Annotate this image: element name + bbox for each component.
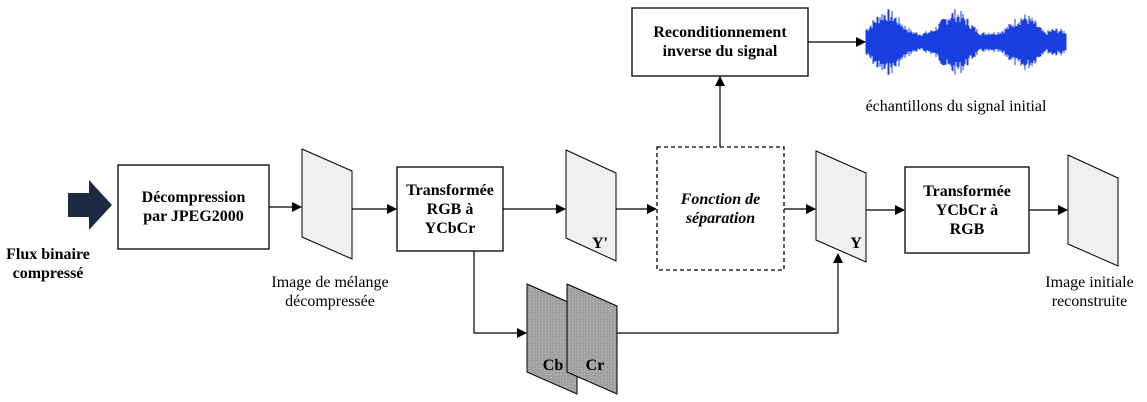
mixed-image-caption-line1: Image de mélange	[271, 274, 389, 291]
separation-label: Fonction de séparation	[657, 147, 784, 270]
reconstructed-caption: Image initiale reconstruite	[1032, 273, 1147, 311]
ycbcr-to-rgb-line3: RGB	[949, 220, 985, 238]
ycbcr-to-rgb-line2: YCbCr à	[935, 201, 999, 219]
ycbcr-to-rgb-label: Transformée YCbCr à RGB	[905, 167, 1029, 253]
reconditioning-line2: inverse du signal	[662, 43, 778, 60]
arrow-chroma-to-y	[617, 253, 843, 334]
arrow-rgb-to-chroma	[473, 251, 527, 338]
decompression-label: Décompression par JPEG2000	[118, 165, 269, 249]
mixed-image-caption-line2: décompressée	[285, 293, 375, 310]
ycbcr-to-rgb-line1: Transformée	[923, 182, 1011, 200]
cr-label: Cr	[585, 357, 605, 374]
mixed-image-caption: Image de mélange décompressée	[250, 273, 410, 311]
rgb-to-ycbcr-line2: RGB à	[426, 200, 474, 218]
decompression-line1: Décompression	[141, 189, 246, 206]
input-label-line1: Flux binaire	[6, 246, 90, 263]
input-arrow-icon	[68, 180, 112, 230]
signal-waveform-icon	[865, 9, 1067, 75]
reconstructed-caption-line2: reconstruite	[1051, 293, 1128, 310]
cb-label: Cb	[542, 357, 564, 374]
decompression-block	[117, 164, 270, 250]
rgb-to-ycbcr-line1: Transformée	[406, 181, 494, 199]
input-label-line2: compressé	[12, 265, 84, 282]
reconditioning-line1: Reconditionnement	[653, 24, 787, 41]
rgb-to-ycbcr-line3: YCbCr	[424, 219, 476, 237]
y-plane	[815, 150, 867, 263]
samples-caption: échantillons du signal initial	[865, 98, 1047, 115]
rgb-to-ycbcr-label: Transformée RGB à YCbCr	[397, 167, 503, 251]
waveform-trace	[865, 9, 1067, 75]
y-label: Y	[850, 235, 862, 252]
separation-line1: Fonction de	[680, 190, 761, 208]
y-prime-plane	[565, 149, 617, 262]
cb-plane	[526, 283, 578, 395]
input-label: Flux binaire compressé	[0, 245, 96, 283]
decompression-line2: par JPEG2000	[143, 208, 244, 225]
rgb-to-ycbcr-block	[396, 166, 504, 252]
reconstructed-image-plane	[1067, 154, 1119, 267]
separation-line2: séparation	[685, 209, 756, 227]
reconstructed-caption-line1: Image initiale	[1045, 274, 1134, 291]
ycbcr-to-rgb-block	[904, 166, 1030, 254]
reconditioning-label: Reconditionnement inverse du signal	[632, 8, 808, 76]
separation-block	[656, 146, 785, 271]
cr-plane	[566, 283, 618, 395]
mixed-image-plane	[301, 148, 353, 260]
y-prime-label: Y'	[592, 235, 608, 252]
